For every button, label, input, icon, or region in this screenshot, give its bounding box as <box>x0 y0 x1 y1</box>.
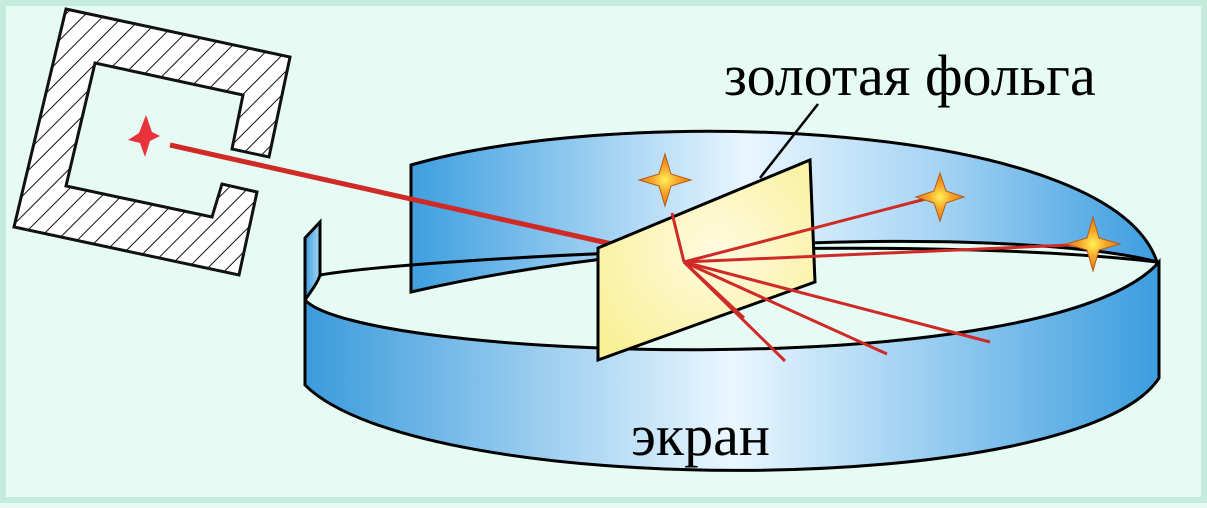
star-icon <box>128 115 160 157</box>
incoming-beam <box>169 142 613 247</box>
scattered-beam <box>670 212 686 263</box>
flash-icon <box>1064 215 1122 273</box>
flash-icon <box>637 152 693 208</box>
scattered-beam <box>683 260 888 356</box>
source-chamber <box>12 7 292 277</box>
scattered-beams <box>670 194 1094 363</box>
screen-front-wall <box>303 258 1161 472</box>
scattered-beam <box>683 194 938 264</box>
foil-leader-line <box>759 103 819 179</box>
scattered-beam <box>683 242 1094 264</box>
flash-icon <box>914 171 966 223</box>
scattered-beam <box>683 260 991 344</box>
foil-label: золотая фольга <box>724 43 1096 108</box>
impact-flashes <box>637 152 1122 273</box>
screen-label: экран <box>631 403 770 468</box>
scattered-beam <box>682 260 746 320</box>
